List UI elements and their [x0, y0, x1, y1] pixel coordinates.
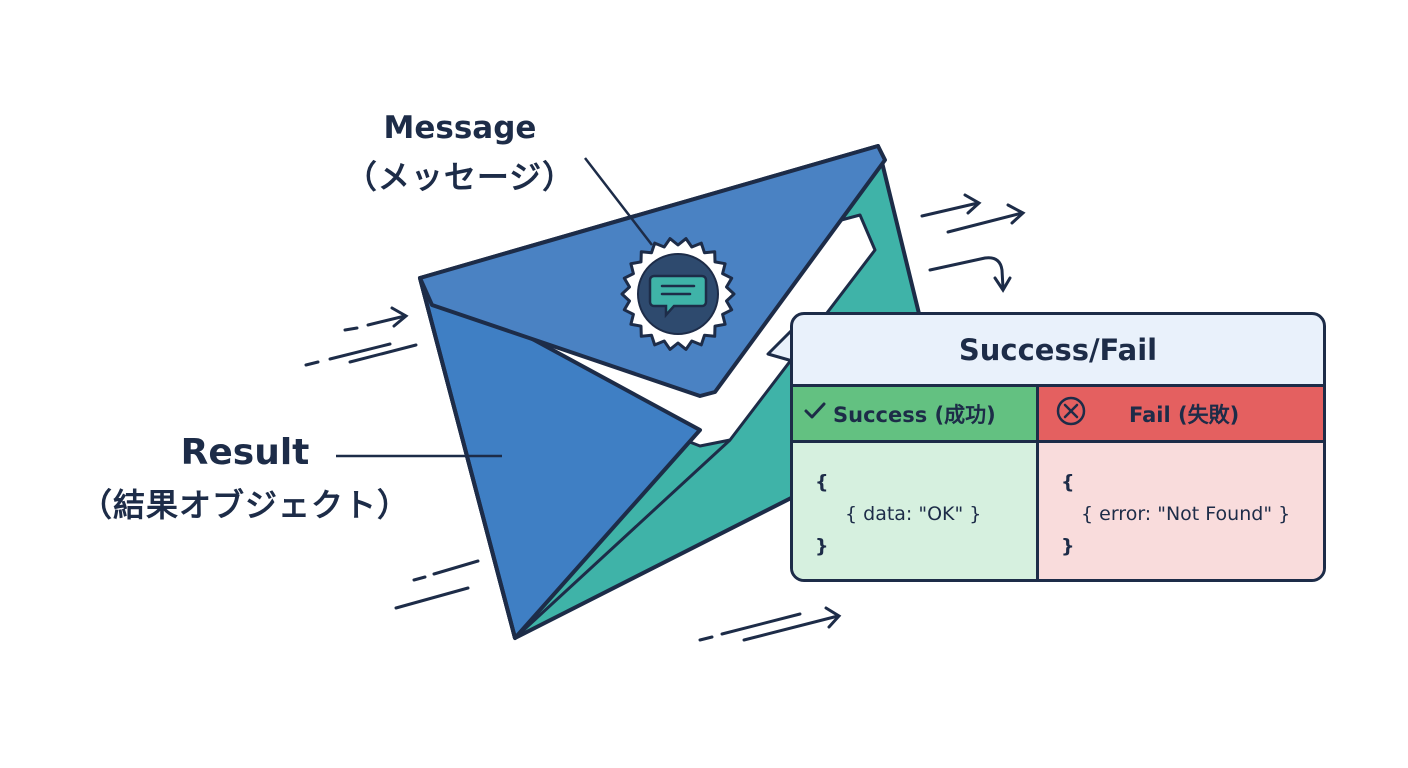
success-heading-text: Success (成功) [833, 402, 996, 427]
x-circle-icon [1055, 395, 1087, 432]
column-divider [1036, 387, 1039, 579]
success-close-brace: } [815, 535, 829, 557]
card-divider [793, 384, 1323, 387]
result-card: Success/Fail Success (成功) Fail (失敗) { { … [790, 312, 1326, 582]
fail-heading-text: Fail (失敗) [1129, 402, 1240, 427]
fail-close-brace: } [1061, 535, 1075, 557]
success-body: { { data: "OK" } } [793, 443, 1039, 579]
success-code: { data: "OK" } [845, 503, 982, 525]
fail-open-brace: { [1061, 471, 1075, 493]
result-label: Result [180, 432, 310, 473]
card-title: Success/Fail [958, 333, 1158, 367]
message-seal-icon [620, 237, 736, 351]
motion-lines-left [304, 306, 480, 610]
fail-code: { error: "Not Found" } [1081, 503, 1291, 525]
fail-body: { { error: "Not Found" } } [1039, 443, 1323, 579]
fail-header: Fail (失敗) [1039, 387, 1323, 443]
check-icon [803, 401, 827, 426]
message-pointer-line [584, 157, 653, 246]
success-open-brace: { [815, 471, 829, 493]
message-label: Message [383, 110, 537, 146]
motion-lines-right [698, 193, 1026, 642]
message-sublabel: （メッセージ） [344, 158, 576, 196]
result-sublabel: （結果オブジェクト） [79, 486, 410, 524]
success-header: Success (成功) [793, 387, 1039, 443]
